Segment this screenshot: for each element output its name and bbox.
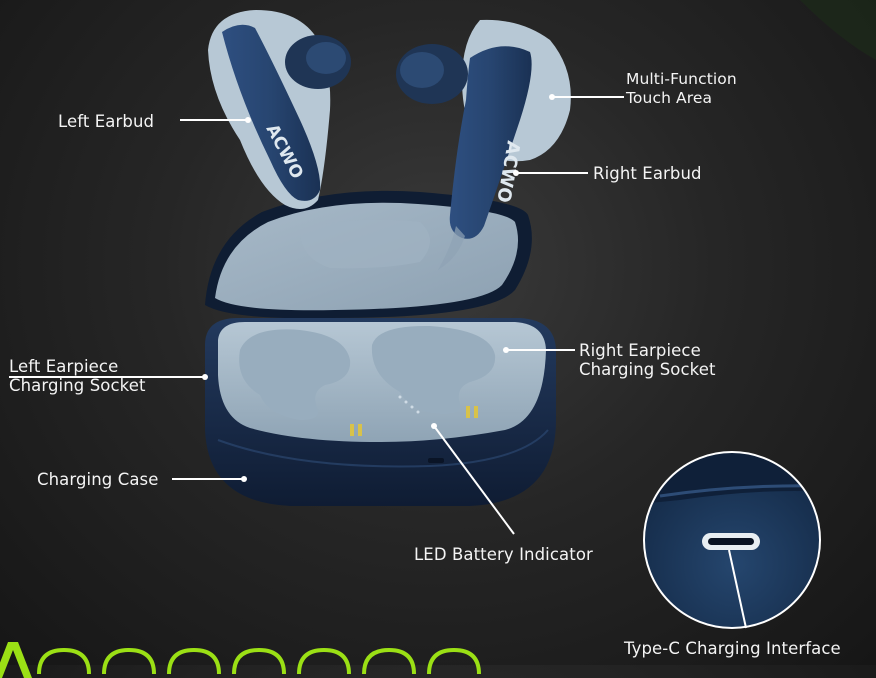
label-left-socket-line2: Charging Socket [9, 376, 146, 395]
label-right-earbud: Right Earbud [593, 164, 702, 183]
label-led-battery-indicator: LED Battery Indicator [414, 545, 593, 564]
label-right-socket-line2: Charging Socket [579, 360, 716, 379]
type-c-zoom [640, 450, 830, 640]
left-earbud: ACWO [208, 10, 351, 209]
label-multi-function-touch-area: Multi-Function Touch Area [626, 70, 737, 108]
label-charging-case: Charging Case [37, 470, 159, 489]
label-type-c-interface: Type-C Charging Interface [624, 639, 841, 658]
brand-wordmark [0, 628, 594, 678]
corner-texture [800, 0, 876, 60]
label-left-earpiece-socket: Left Earpiece Charging Socket [9, 357, 146, 395]
label-left-earbud: Left Earbud [58, 112, 154, 131]
label-multi-function-line1: Multi-Function [626, 70, 737, 89]
label-right-socket-line1: Right Earpiece [579, 341, 716, 360]
charging-case [205, 191, 556, 506]
label-left-socket-line1: Left Earpiece [9, 357, 146, 376]
label-multi-function-line2: Touch Area [626, 89, 737, 108]
label-right-earpiece-socket: Right Earpiece Charging Socket [579, 341, 716, 379]
